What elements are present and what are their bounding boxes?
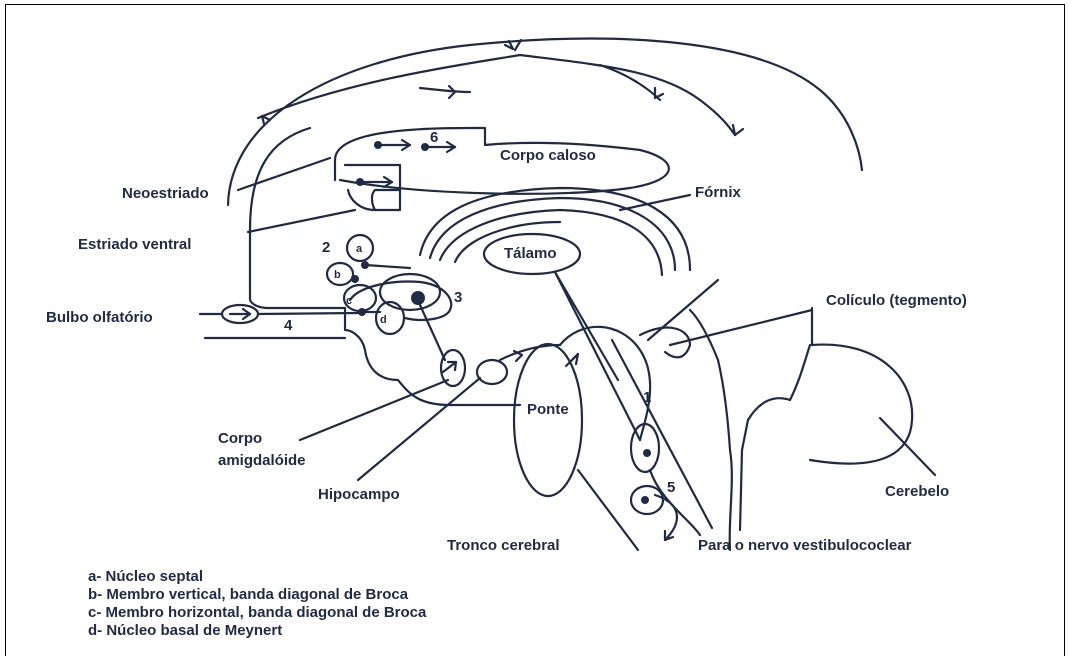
label-corpo: Corpo bbox=[218, 430, 262, 447]
number-6: 6 bbox=[430, 129, 438, 146]
label-neoestriado: Neoestriado bbox=[122, 185, 209, 202]
legend-item-c: c- Membro horizontal, banda diagonal de … bbox=[88, 604, 426, 622]
label-ponte: Ponte bbox=[527, 401, 569, 418]
number-3: 3 bbox=[454, 289, 462, 306]
hipocampo-pointer bbox=[358, 378, 480, 480]
hipocampo-shape bbox=[477, 360, 507, 384]
letter-b: b bbox=[334, 269, 341, 281]
diencephalon-outline bbox=[345, 308, 520, 405]
coliculo-pointer bbox=[670, 310, 812, 345]
cortex-arc bbox=[228, 39, 862, 205]
label-coliculo: Colículo (tegmento) bbox=[826, 292, 967, 309]
label-hipocampo: Hipocampo bbox=[318, 486, 400, 503]
cerebelo-pointer bbox=[880, 418, 935, 475]
legend-item-d: d- Núcleo basal de Meynert bbox=[88, 622, 282, 640]
label-nervo: Para o nervo vestibulococlear bbox=[698, 537, 912, 554]
estriado-ventral-pointer bbox=[248, 210, 355, 232]
label-estriado-ventral: Estriado ventral bbox=[78, 236, 191, 253]
letter-c: c bbox=[346, 295, 352, 307]
letter-a: a bbox=[356, 243, 363, 255]
cortical-fiber-2 bbox=[520, 55, 735, 135]
tronco-pointer bbox=[578, 470, 638, 550]
cerebelo-arc bbox=[810, 345, 912, 464]
legend-item-b: b- Membro vertical, banda diagonal de Br… bbox=[88, 586, 408, 604]
neoestriado-pointer bbox=[238, 158, 330, 190]
amigdala-pointer bbox=[300, 380, 448, 440]
cortical-fiber-1 bbox=[258, 55, 520, 118]
label-tronco-cerebral: Tronco cerebral bbox=[447, 537, 560, 554]
label-corpo-caloso: Corpo caloso bbox=[500, 147, 596, 164]
label-bulbo-olfatorio: Bulbo olfatório bbox=[46, 309, 153, 326]
number-5: 5 bbox=[667, 479, 675, 496]
label-fornix: Fórnix bbox=[695, 184, 741, 201]
label-amigdaloide: amigdalóide bbox=[218, 452, 306, 469]
label-talamo: Tálamo bbox=[504, 245, 557, 262]
number-4: 4 bbox=[284, 317, 293, 334]
letter-d: d bbox=[380, 314, 387, 326]
legend-item-a: a- Núcleo septal bbox=[88, 568, 203, 586]
label-cerebelo: Cerebelo bbox=[885, 483, 949, 500]
olfactory-tract bbox=[258, 313, 358, 314]
ponte-shape bbox=[514, 344, 582, 496]
nucleus-3-shape bbox=[380, 274, 440, 310]
midbrain-outline bbox=[560, 327, 650, 440]
cortical-fiber-4 bbox=[420, 88, 470, 92]
number-1: 1 bbox=[643, 389, 651, 406]
nucleus-1-shape bbox=[631, 424, 659, 472]
number-2: 2 bbox=[322, 239, 330, 256]
